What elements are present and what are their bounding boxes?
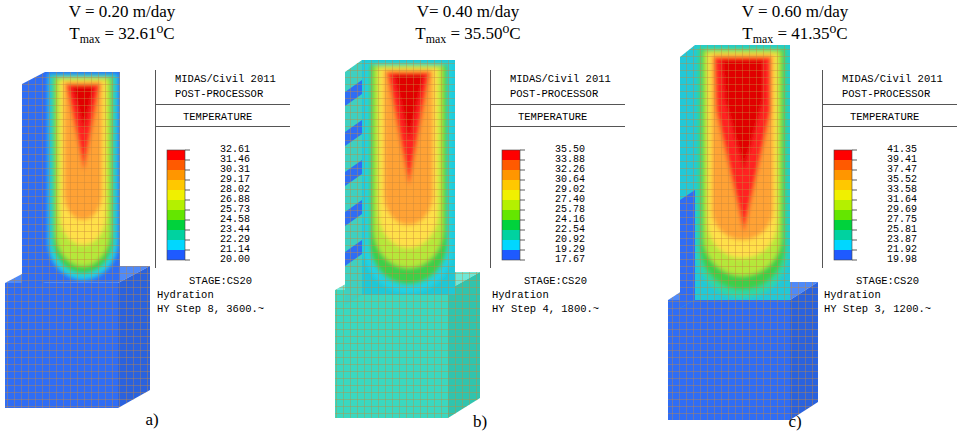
legend-panel: MIDAS/Civil 2011POST-PROCESSOR TEMPERATUR… <box>490 70 630 320</box>
scale-value: 27.75 <box>867 215 917 225</box>
scale-value: 26.88 <box>200 195 250 205</box>
scale-value: 27.40 <box>535 195 585 205</box>
scale-value: 23.87 <box>867 235 917 245</box>
max-temperature-label: Tmax = 35.50⁰C <box>415 24 520 44</box>
scale-value: 22.29 <box>200 235 250 245</box>
scale-value: 35.50 <box>535 145 585 155</box>
scale-value: 23.44 <box>200 225 250 235</box>
legend-footer: HY Step 4, 1800.~ <box>492 303 599 315</box>
scale-value: 29.02 <box>535 185 585 195</box>
legend-footer: STAGE:CS20 <box>524 275 587 287</box>
legend-panel: MIDAS/Civil 2011POST-PROCESSOR TEMPERATUR… <box>155 70 295 320</box>
legend-header: MIDAS/Civil 2011 <box>175 73 276 85</box>
legend-header: POST-PROCESSOR <box>175 88 263 100</box>
pier-model-c <box>668 45 818 420</box>
scale-value: 30.31 <box>200 165 250 175</box>
legend-footer: Hydration <box>157 289 214 301</box>
scale-value: 41.35 <box>867 145 917 155</box>
pier-model-a <box>5 72 150 408</box>
panel-letter: a) <box>145 410 158 430</box>
legend-footer: Hydration <box>824 289 881 301</box>
legend-footer: Hydration <box>492 289 549 301</box>
legend-panel: MIDAS/Civil 2011POST-PROCESSOR TEMPERATUR… <box>822 70 962 320</box>
scale-value: 24.16 <box>535 215 585 225</box>
scale-value: 28.02 <box>200 185 250 195</box>
scale-value: 25.73 <box>200 205 250 215</box>
color-bar <box>167 150 190 260</box>
velocity-label: V = 0.20 m/day <box>69 2 176 22</box>
scale-value: 37.47 <box>867 165 917 175</box>
velocity-label: V = 0.60 m/day <box>742 2 849 22</box>
color-bar <box>502 150 525 260</box>
velocity-label: V= 0.40 m/day <box>417 2 520 22</box>
scale-value: 22.54 <box>535 225 585 235</box>
scale-value: 21.14 <box>200 245 250 255</box>
legend-frame <box>155 70 290 268</box>
legend-header: TEMPERATURE <box>850 111 919 123</box>
scale-value: 30.64 <box>535 175 585 185</box>
scale-value: 24.58 <box>200 215 250 225</box>
scale-value: 19.29 <box>535 245 585 255</box>
scale-value: 31.64 <box>867 195 917 205</box>
scale-value: 33.88 <box>535 155 585 165</box>
legend-footer: HY Step 3, 1200.~ <box>824 303 931 315</box>
scale-value: 25.78 <box>535 205 585 215</box>
scale-value: 21.92 <box>867 245 917 255</box>
legend-frame <box>822 70 957 268</box>
max-temperature-label: Tmax = 32.61⁰C <box>69 24 174 44</box>
scale-value: 39.41 <box>867 155 917 165</box>
legend-footer: STAGE:CS20 <box>856 275 919 287</box>
legend-footer: HY Step 8, 3600.~ <box>157 303 264 315</box>
scale-value: 33.58 <box>867 185 917 195</box>
panel-letter: c) <box>788 412 801 432</box>
scale-value: 29.69 <box>867 205 917 215</box>
legend-header: TEMPERATURE <box>518 111 587 123</box>
pier-model-b <box>335 60 480 418</box>
scale-value: 32.26 <box>535 165 585 175</box>
panel-letter: b) <box>473 412 487 432</box>
scale-value: 29.17 <box>200 175 250 185</box>
scale-value: 31.46 <box>200 155 250 165</box>
scale-value: 20.92 <box>535 235 585 245</box>
legend-header: POST-PROCESSOR <box>510 88 598 100</box>
scale-value: 35.52 <box>867 175 917 185</box>
legend-header: MIDAS/Civil 2011 <box>510 73 611 85</box>
scale-value: 17.67 <box>535 255 585 265</box>
scale-value: 20.00 <box>200 255 250 265</box>
legend-frame <box>490 70 625 268</box>
legend-header: POST-PROCESSOR <box>842 88 930 100</box>
max-temperature-label: Tmax = 41.35⁰C <box>742 24 847 44</box>
legend-header: TEMPERATURE <box>183 111 252 123</box>
legend-footer: STAGE:CS20 <box>189 275 252 287</box>
legend-header: MIDAS/Civil 2011 <box>842 73 943 85</box>
color-bar <box>834 150 857 260</box>
scale-value: 19.98 <box>867 255 917 265</box>
scale-value: 25.81 <box>867 225 917 235</box>
scale-value: 32.61 <box>200 145 250 155</box>
